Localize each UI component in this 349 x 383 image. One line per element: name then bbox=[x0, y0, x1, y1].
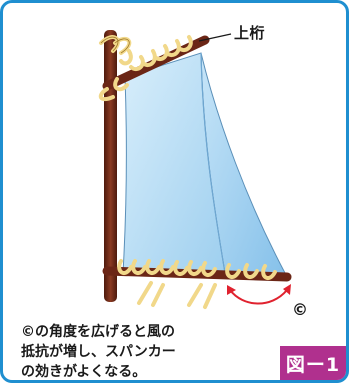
caption-line: の効きがよくなる。 bbox=[21, 364, 147, 380]
top-yard-label: 上桁 bbox=[234, 24, 266, 42]
caption: ©の角度を広げると風の 抵抗が増し、スパンカー の効きがよくなる。 bbox=[21, 322, 261, 380]
angle-arrow-head-right bbox=[283, 284, 291, 295]
caption-line: ©の角度を広げると風の bbox=[21, 324, 175, 340]
top-yard-leader-line bbox=[198, 33, 232, 42]
top-yard-lashing-outline bbox=[100, 36, 130, 54]
mast bbox=[104, 30, 117, 302]
angle-marker-label: © bbox=[292, 300, 308, 319]
angle-arrow-head-left bbox=[227, 285, 236, 295]
sail-fold-line bbox=[200, 52, 226, 274]
caption-line: 抵抗が増し、スパンカー bbox=[21, 344, 176, 360]
boom-lashings bbox=[117, 259, 277, 309]
figure-badge: 図ー1 bbox=[280, 346, 346, 380]
angle-arrow bbox=[229, 289, 288, 305]
spanker-diagram bbox=[98, 30, 292, 309]
